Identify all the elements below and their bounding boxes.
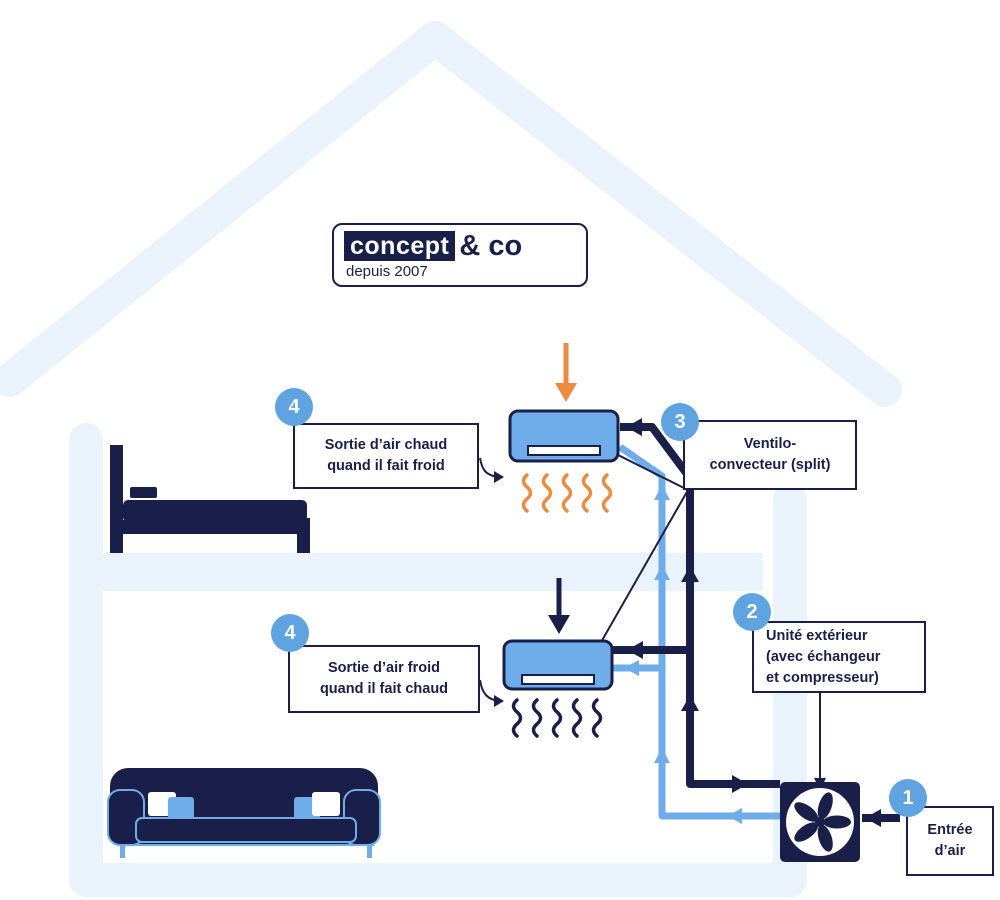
step-badge-1: 1 [889, 779, 927, 817]
outdoor-fan-unit [780, 782, 860, 862]
split-unit-top [508, 409, 620, 463]
label-split-unit: Ventilo-convecteur (split) [683, 420, 857, 490]
logo-since: depuis 2007 [346, 263, 428, 280]
company-logo: concept & co depuis 2007 [332, 223, 588, 287]
step-badge-4-bottom: 4 [271, 614, 309, 652]
warm-air-waves [521, 473, 613, 513]
logo-brand-suffix: & co [459, 230, 523, 262]
cold-air-waves [511, 698, 603, 738]
bed-icon [110, 445, 310, 553]
supply-flow-arrows [626, 418, 881, 827]
logo-brand-word: concept [344, 231, 456, 261]
sofa-icon [107, 768, 381, 858]
step-badge-3: 3 [661, 403, 699, 441]
return-flow-arrows [624, 485, 742, 824]
step-badge-4-top: 4 [275, 388, 313, 426]
heat-input-arrow [555, 343, 577, 402]
split-unit-bottom [502, 639, 614, 691]
step-badge-2: 2 [733, 593, 771, 631]
cold-input-arrow [548, 578, 570, 634]
